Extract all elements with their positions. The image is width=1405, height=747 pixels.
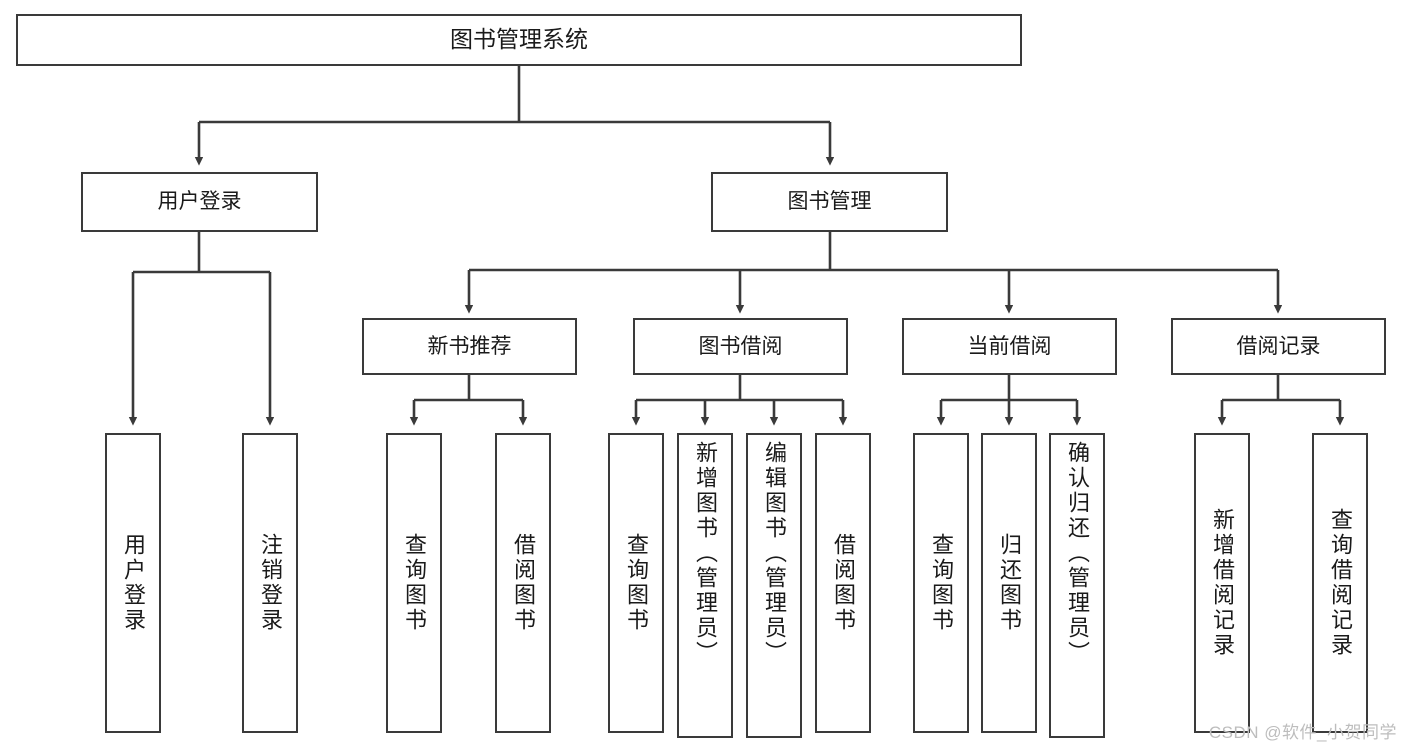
leaf-return-book-label: 归还图书 [997,533,1022,633]
node-current-borrow-label: 当前借阅 [967,334,1052,358]
leaf-borrow-book[interactable]: 借阅图书 [815,433,871,733]
leaf-edit-book-admin[interactable]: 编辑图书（管理员） [746,433,802,738]
leaf-add-borrow-record-label: 新增借阅记录 [1210,508,1235,658]
node-book-management-label: 图书管理 [787,190,872,214]
node-book-borrow-label: 图书借阅 [698,334,783,358]
leaf-confirm-return-admin[interactable]: 确认归还（管理员） [1049,433,1105,738]
node-user-login-label: 用户登录 [157,190,242,214]
leaf-query-borrow-record[interactable]: 查询借阅记录 [1312,433,1368,733]
leaf-query-book-borrow-label: 查询图书 [624,533,649,633]
node-current-borrow[interactable]: 当前借阅 [902,318,1117,375]
leaf-user-login-label: 用户登录 [121,533,146,633]
leaf-add-book-admin[interactable]: 新增图书（管理员） [677,433,733,738]
leaf-add-book-admin-label: 新增图书（管理员） [693,441,718,666]
node-book-borrow[interactable]: 图书借阅 [633,318,848,375]
node-user-login[interactable]: 用户登录 [81,172,318,232]
leaf-edit-book-admin-label: 编辑图书（管理员） [762,441,787,666]
node-book-management[interactable]: 图书管理 [711,172,948,232]
node-borrow-record-label: 借阅记录 [1236,334,1321,358]
node-new-book-recommend[interactable]: 新书推荐 [362,318,577,375]
leaf-query-book-current[interactable]: 查询图书 [913,433,969,733]
node-borrow-record[interactable]: 借阅记录 [1171,318,1386,375]
node-root[interactable]: 图书管理系统 [16,14,1022,66]
leaf-query-borrow-record-label: 查询借阅记录 [1328,508,1353,658]
leaf-query-book-borrow[interactable]: 查询图书 [608,433,664,733]
leaf-borrow-book-recommend[interactable]: 借阅图书 [495,433,551,733]
leaf-logout[interactable]: 注销登录 [242,433,298,733]
leaf-confirm-return-admin-label: 确认归还（管理员） [1065,441,1090,666]
node-new-book-recommend-label: 新书推荐 [427,334,512,358]
leaf-return-book[interactable]: 归还图书 [981,433,1037,733]
leaf-borrow-book-recommend-label: 借阅图书 [511,533,536,633]
leaf-add-borrow-record[interactable]: 新增借阅记录 [1194,433,1250,733]
leaf-query-book-recommend[interactable]: 查询图书 [386,433,442,733]
leaf-user-login[interactable]: 用户登录 [105,433,161,733]
leaf-borrow-book-label: 借阅图书 [831,533,856,633]
node-root-label: 图书管理系统 [450,26,588,53]
leaf-logout-label: 注销登录 [258,533,283,633]
leaf-query-book-recommend-label: 查询图书 [402,533,427,633]
leaf-query-book-current-label: 查询图书 [929,533,954,633]
watermark: CSDN @软件_小贺同学 [1208,723,1397,742]
